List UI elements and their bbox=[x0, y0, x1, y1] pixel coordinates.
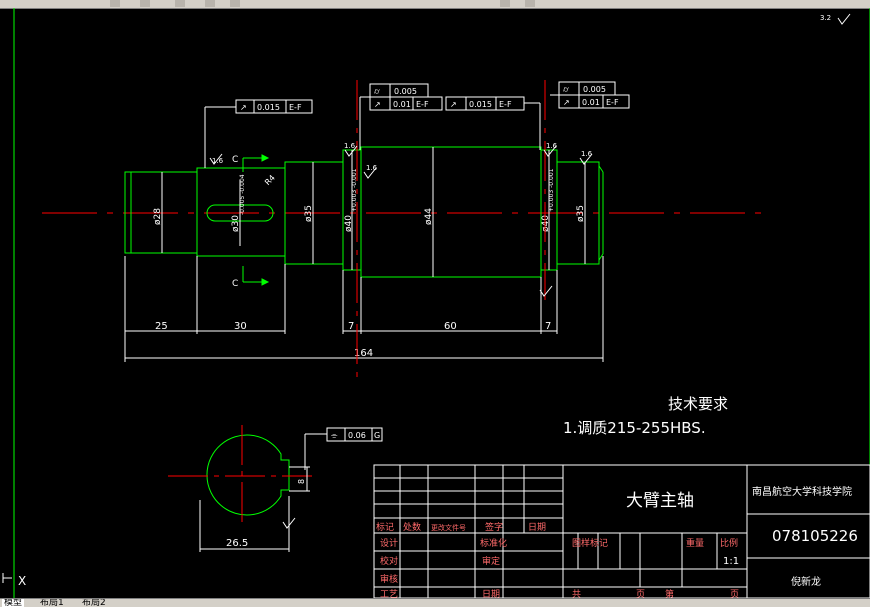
tab-layout2[interactable]: 布局2 bbox=[82, 598, 106, 607]
dim-dia44: ø44 bbox=[424, 208, 434, 225]
gdt-symbol: ↗ bbox=[563, 98, 570, 107]
gdt-tol-3: 0.01 bbox=[393, 100, 411, 109]
tb-row-check: 校对 bbox=[380, 555, 398, 567]
tb-row-std: 标准化 bbox=[480, 537, 507, 549]
dim-tol30: -0.005 -0.004 bbox=[239, 174, 246, 215]
dim-tol40b: +0.003 -0.001 bbox=[548, 168, 555, 212]
roughness-5: 1.6 bbox=[581, 150, 593, 158]
dim-length-30: 30 bbox=[234, 321, 247, 332]
tb-page2: 页 bbox=[730, 589, 739, 598]
tb-total: 共 bbox=[572, 589, 581, 598]
dim-section-depth: 8 bbox=[297, 479, 306, 484]
dim-length-25: 25 bbox=[155, 321, 168, 332]
gdt-ref-6: E-F bbox=[606, 98, 619, 107]
gdt-symbol: ⌯ bbox=[331, 431, 338, 440]
toolbar-button[interactable] bbox=[500, 0, 510, 7]
gdt-ref-7: G bbox=[374, 431, 380, 440]
roughness-4: 1.6 bbox=[546, 142, 558, 150]
cross-section bbox=[168, 425, 312, 552]
roughness-top: 3.2 bbox=[820, 14, 831, 22]
gdt-symbol: ⌭ bbox=[374, 87, 380, 96]
section-label-bottom: C bbox=[232, 279, 238, 289]
diameter-dim-lines bbox=[161, 147, 586, 277]
toolbar-button[interactable] bbox=[110, 0, 120, 7]
tab-layout1[interactable]: 布局1 bbox=[40, 598, 64, 607]
gdt-ref-4: E-F bbox=[499, 100, 512, 109]
tb-row-review: 审定 bbox=[482, 555, 500, 567]
tb-weight: 重量 bbox=[686, 537, 704, 549]
tech-req-title: 技术要求 bbox=[668, 395, 728, 413]
tb-stage-mark: 图样标记 bbox=[572, 537, 608, 549]
tb-page: 页 bbox=[636, 589, 645, 598]
dim-dia30: ø30 bbox=[231, 215, 241, 232]
gdt-tol-4: 0.015 bbox=[469, 100, 492, 109]
dim-dia40b: ø40 bbox=[541, 215, 551, 232]
gdt-tol-7: 0.06 bbox=[348, 431, 366, 440]
tb-header-sign: 签字 bbox=[485, 521, 503, 533]
dim-length-7b: 7 bbox=[545, 321, 551, 332]
roughness-marks: 1.6 1.6 1.6 1.6 1.6 3.2 bbox=[212, 14, 831, 172]
tb-header-date: 日期 bbox=[528, 522, 546, 533]
gdt-text: ↗ 0.015 E-F ⌭ 0.005 ↗ 0.01 E-F ↗ 0.015 E… bbox=[240, 85, 619, 440]
toolbar-button[interactable] bbox=[230, 0, 240, 7]
tb-num: 第 bbox=[665, 588, 674, 598]
title-block-labels: 标记 处数 更改文件号 签字 日期 设计 标准化 校对 审定 审核 工艺 日期 … bbox=[376, 521, 739, 598]
gdt-tol-1: 0.015 bbox=[257, 103, 280, 112]
svg-text:X: X bbox=[18, 574, 26, 588]
length-dim-lines bbox=[124, 256, 604, 362]
tb-row-date: 日期 bbox=[482, 589, 500, 598]
toolbar-button[interactable] bbox=[205, 0, 215, 7]
dim-tol40a: +0.003 -0.001 bbox=[351, 168, 358, 212]
tb-header-mark: 标记 bbox=[376, 521, 394, 533]
tb-school: 南昌航空大学科技学院 bbox=[752, 485, 852, 498]
dim-dia35b: ø35 bbox=[576, 205, 586, 222]
dim-dia35a: ø35 bbox=[304, 205, 314, 222]
dim-dia28: ø28 bbox=[153, 208, 163, 225]
tb-author: 倪新龙 bbox=[791, 575, 821, 588]
drawing-canvas[interactable]: C C ø28 ø30 -0.005 -0.004 ø35 ø40 +0.003… bbox=[0, 8, 870, 598]
dim-length-60: 60 bbox=[444, 321, 457, 332]
roughness-symbols bbox=[209, 13, 851, 529]
layout-tabs-bar: 模型 布局1 布局2 bbox=[0, 598, 870, 607]
toolbar-button[interactable] bbox=[525, 0, 535, 7]
roughness-3: 1.6 bbox=[366, 164, 378, 172]
roughness-1: 1.6 bbox=[212, 157, 224, 165]
toolbar bbox=[0, 0, 870, 9]
dim-length-7a: 7 bbox=[348, 321, 354, 332]
gdt-tol-6: 0.01 bbox=[582, 98, 600, 107]
gdt-frames bbox=[204, 81, 630, 470]
dim-length-164: 164 bbox=[354, 348, 373, 359]
gdt-ref-1: E-F bbox=[289, 103, 302, 112]
section-label-top: C bbox=[232, 155, 238, 165]
tb-drawing-no: 078105226 bbox=[772, 527, 858, 545]
ucs-icon: X bbox=[2, 573, 26, 588]
tb-row-audit: 审核 bbox=[380, 573, 398, 585]
toolbar-button[interactable] bbox=[140, 0, 150, 7]
tb-ratio: 比例 bbox=[720, 537, 738, 549]
tab-model[interactable]: 模型 bbox=[2, 598, 25, 607]
tb-part-name: 大臂主轴 bbox=[626, 491, 694, 511]
gdt-symbol: ↗ bbox=[374, 100, 381, 109]
gdt-ref-3: E-F bbox=[416, 100, 429, 109]
dim-r4: R4 bbox=[263, 173, 277, 187]
section-arrows bbox=[242, 154, 270, 286]
tb-row-design: 设计 bbox=[380, 537, 398, 549]
tb-row-process: 工艺 bbox=[380, 589, 398, 598]
tb-header-count: 处数 bbox=[403, 521, 421, 533]
title-block-grid bbox=[373, 464, 870, 598]
tech-req-line1: 1.调质215-255HBS. bbox=[563, 419, 706, 437]
dim-section-width: 26.5 bbox=[226, 538, 248, 549]
gdt-symbol: ⌭ bbox=[563, 85, 569, 94]
tb-header-doc: 更改文件号 bbox=[431, 523, 466, 532]
gdt-tol-2: 0.005 bbox=[394, 87, 417, 96]
gdt-symbol: ↗ bbox=[450, 100, 457, 109]
gdt-tol-5: 0.005 bbox=[583, 85, 606, 94]
toolbar-button[interactable] bbox=[175, 0, 185, 7]
tb-scale: 1:1 bbox=[723, 556, 739, 567]
gdt-symbol: ↗ bbox=[240, 103, 247, 112]
roughness-2: 1.6 bbox=[344, 142, 356, 150]
dim-dia40a: ø40 bbox=[344, 215, 354, 232]
